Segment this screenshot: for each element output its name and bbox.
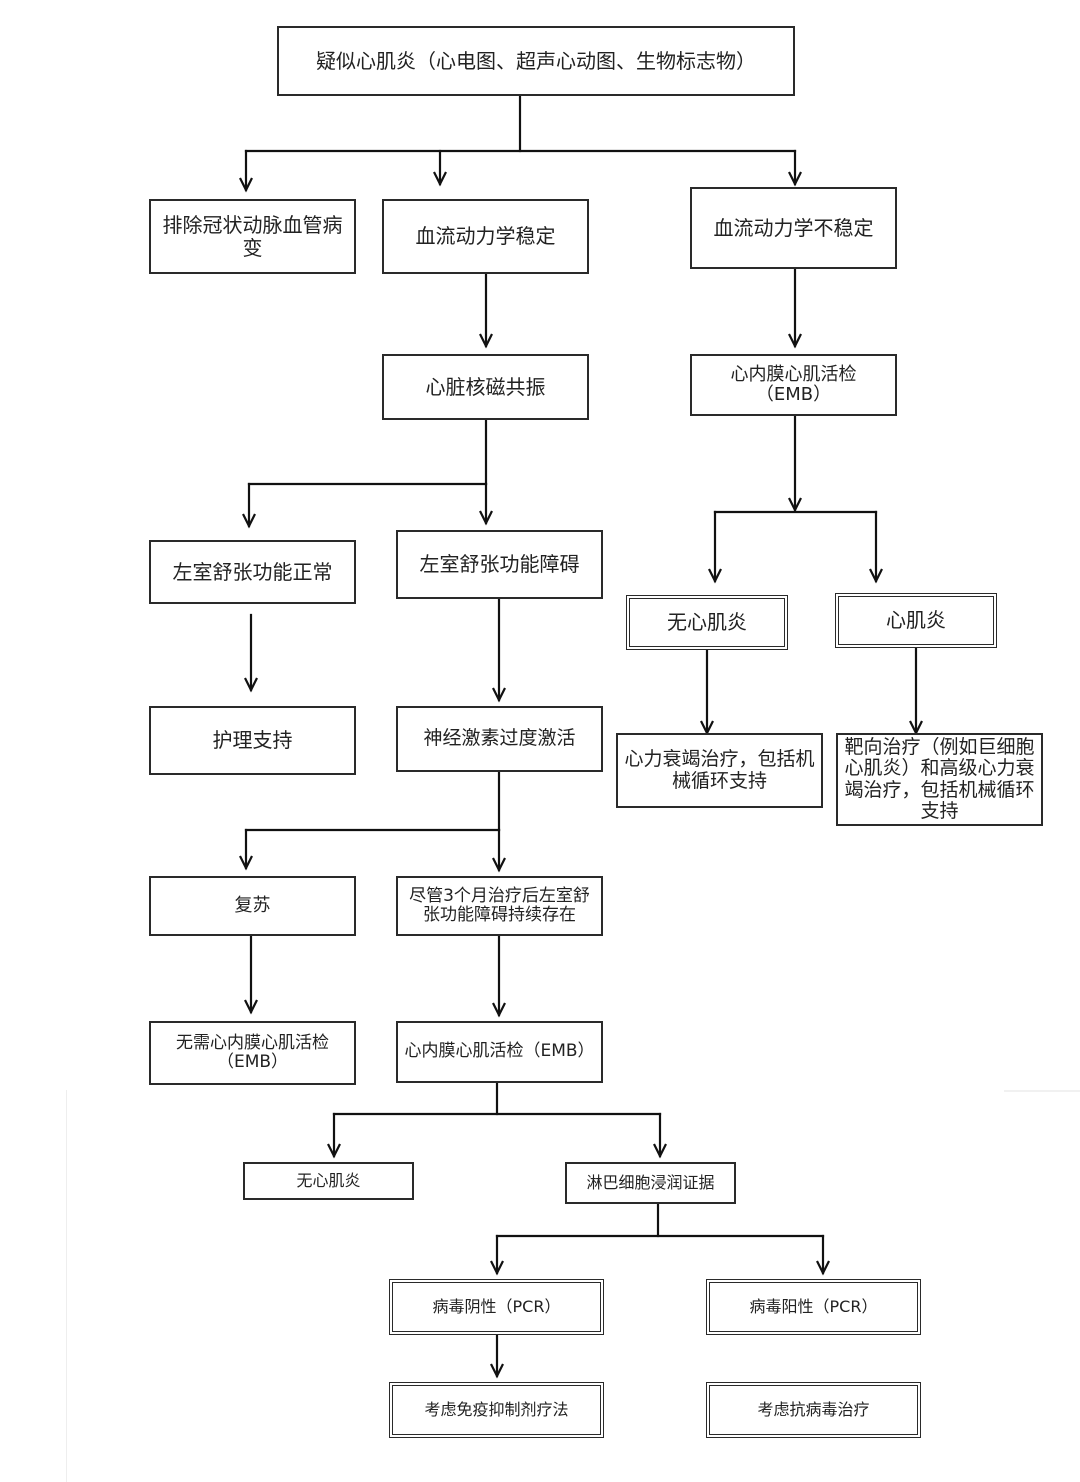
node-care-support: 护理支持 (149, 706, 356, 775)
arrowhead (490, 1260, 504, 1276)
node-antiviral-therapy: 考虑抗病毒治疗 (706, 1382, 921, 1438)
arrowhead (816, 1260, 830, 1276)
arrowhead (327, 1143, 341, 1159)
node-targeted-treatment: 靶向治疗（例如巨细胞心肌炎）和高级心力衰竭治疗，包括机械循环支持 (836, 733, 1043, 826)
arrowhead (239, 855, 253, 871)
node-heart-failure-treatment: 心力衰竭治疗，包括机械循环支持 (616, 733, 823, 808)
arrowhead (492, 1002, 506, 1018)
arrowhead (239, 177, 253, 193)
node-virus-positive: 病毒阳性（PCR） (706, 1279, 921, 1335)
arrowhead (788, 497, 802, 513)
node-neurohormonal-activation: 神经激素过度激活 (396, 706, 603, 772)
node-lymphocyte-infiltration: 淋巴细胞浸润证据 (565, 1162, 736, 1204)
node-no-myocarditis-left: 无心肌炎 (243, 1162, 414, 1200)
node-lv-dysfunction: 左室舒张功能障碍 (396, 530, 603, 599)
arrowhead (708, 568, 722, 584)
node-myocarditis: 心肌炎 (835, 593, 997, 648)
arrowhead (433, 171, 447, 187)
arrowhead (490, 1363, 504, 1379)
node-no-emb-needed: 无需心内膜心肌活检（EMB） (149, 1021, 356, 1085)
arrowhead (479, 333, 493, 349)
arrowhead (244, 999, 258, 1015)
node-hemodynamic-unstable: 血流动力学不稳定 (690, 187, 897, 269)
arrowhead (244, 677, 258, 693)
node-hemodynamic-stable: 血流动力学稳定 (382, 199, 589, 274)
background-divider (1004, 1090, 1080, 1092)
arrowhead (242, 513, 256, 529)
node-immunosuppressive-therapy: 考虑免疫抑制剂疗法 (389, 1382, 604, 1438)
node-lv-normal: 左室舒张功能正常 (149, 540, 356, 604)
background-panel (0, 1090, 67, 1482)
node-persistent-dysfunction: 尽管3个月治疗后左室舒张功能障碍持续存在 (396, 876, 603, 936)
node-suspected-myocarditis: 疑似心肌炎（心电图、超声心动图、生物标志物） (277, 26, 795, 96)
arrowhead (479, 510, 493, 526)
arrowhead (869, 568, 883, 584)
arrowhead (492, 857, 506, 873)
arrowhead (653, 1143, 667, 1159)
node-virus-negative: 病毒阴性（PCR） (389, 1279, 604, 1335)
node-cardiac-mri: 心脏核磁共振 (382, 354, 589, 420)
arrowhead (788, 333, 802, 349)
node-recovery: 复苏 (149, 876, 356, 936)
arrowhead (492, 687, 506, 703)
node-emb-right: 心内膜心肌活检（EMB） (690, 354, 897, 416)
node-exclude-cad: 排除冠状动脉血管病变 (149, 199, 356, 274)
node-emb-left: 心内膜心肌活检（EMB） (396, 1021, 603, 1083)
node-no-myocarditis-right: 无心肌炎 (626, 595, 788, 650)
arrowhead (788, 171, 802, 187)
